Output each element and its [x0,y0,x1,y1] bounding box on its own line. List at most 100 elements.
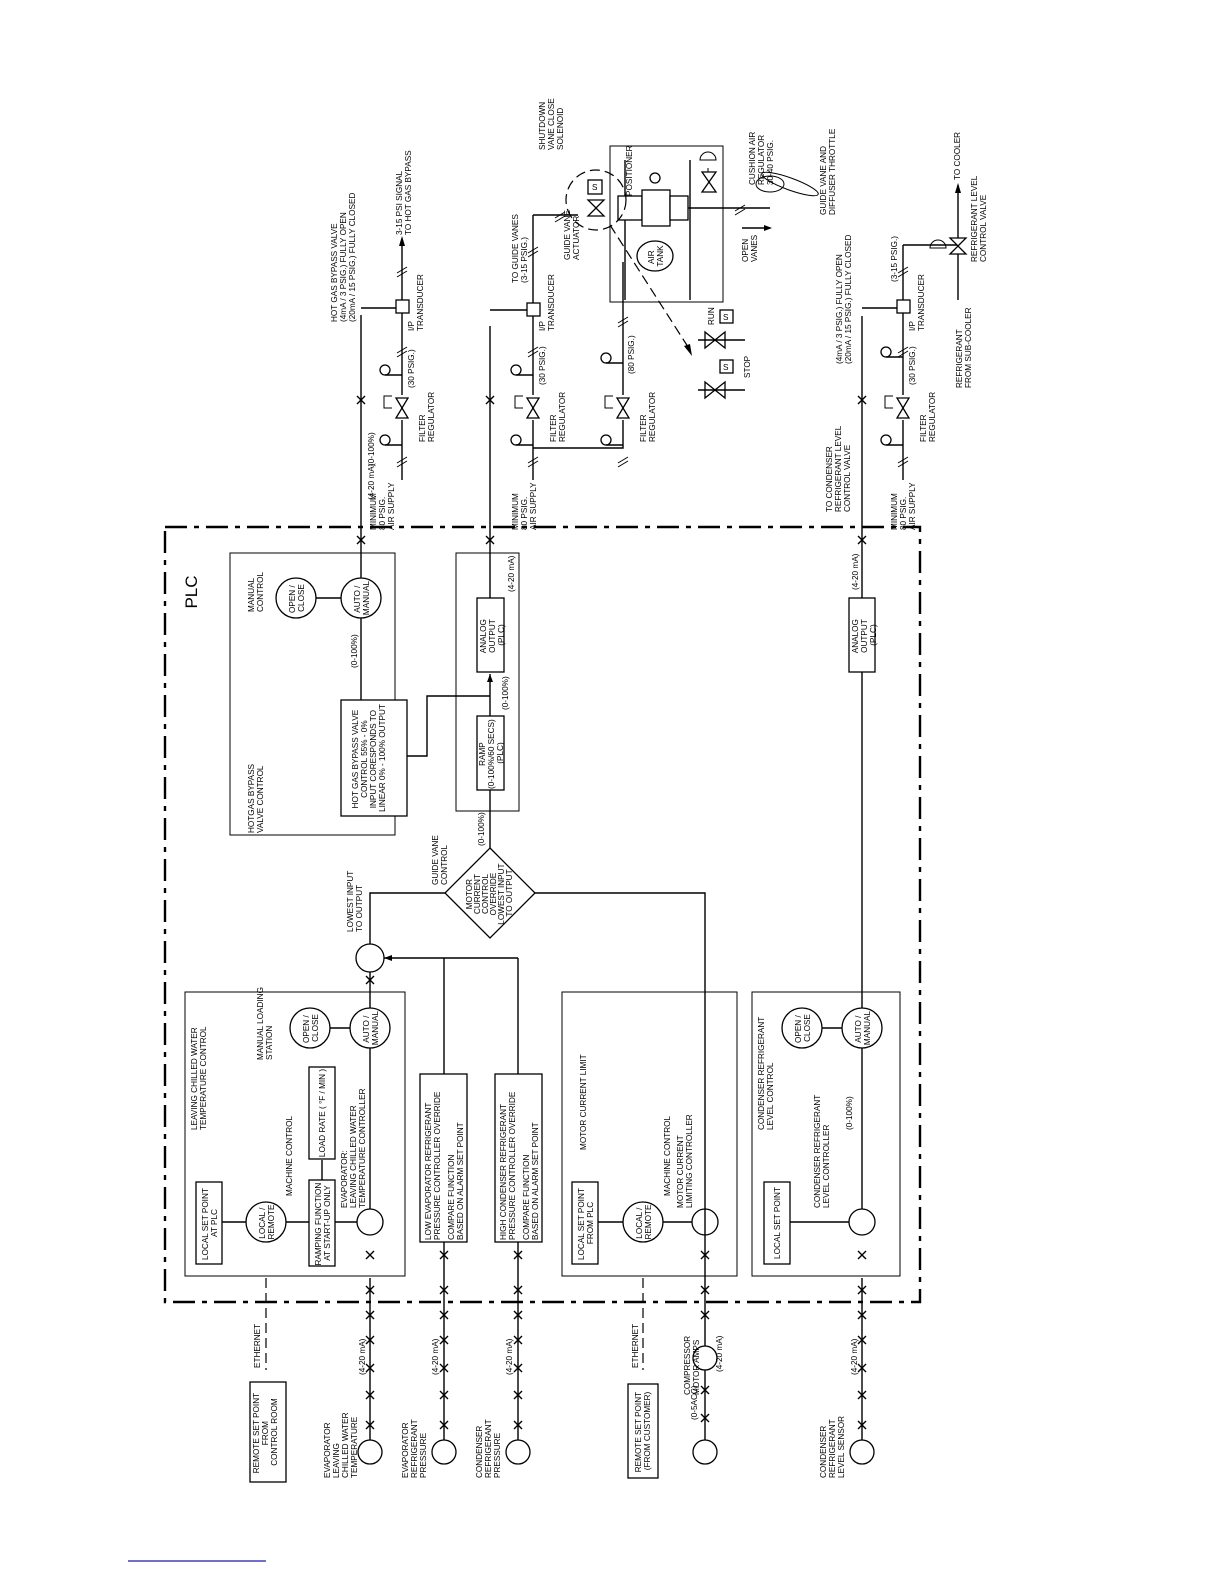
ma-label-lcw: (4-20 mA) [358,1338,367,1375]
ma-label-cond: (4-20 mA) [505,1338,514,1375]
remote-setpoint-control-room: REMOTE SET POINT FROM CONTROL ROOM [252,1391,279,1474]
motor-current-limit-group [561,991,738,1277]
local-setpoint-plc: LOCAL SET POINT AT PLC [201,1186,219,1260]
hotgas-pct-label: (0-100%) [350,634,359,668]
x-marker [439,1363,449,1373]
lcw-temperature-sensor [357,1439,383,1465]
open-close-cond[interactable] [781,1007,823,1049]
auto-manual-cond-label: AUTO / MANUAL [854,1010,872,1045]
ethernet-label-2: ETHERNET [631,1324,640,1368]
ethernet-label-1: ETHERNET [253,1324,262,1368]
x-marker [700,1385,710,1395]
motor-current-limit-title: MOTOR CURRENT LIMIT [579,1054,588,1150]
cond-level-group-title: CONDENSER REFRIGERANT LEVEL CONTROL [757,1015,775,1130]
x-marker [513,1310,523,1320]
condenser-level-group [751,991,901,1277]
remote-setpoint-customer: REMOTE SET POINT (FROM CUSTOMER) [634,1390,652,1473]
to-guide-vanes: TO GUIDE VANES (3-15 PSIG.) [511,212,529,283]
hotgas-30psig: (30 PSIG.) [407,349,416,388]
x-marker [857,1250,867,1260]
hotgas-group-title: HOTGAS BYPASS VALVE CONTROL [247,762,265,833]
pneumatic-line-marker [734,204,746,216]
ref-level-valve: REFRIGERANT LEVEL CONTROL VALVE [970,174,988,262]
hotgas-ip-transducer: I/P TRANSDUCER [407,274,425,331]
solenoid-s-gv: S [592,183,598,192]
lowest-input-selector [355,943,385,973]
open-close-lcw[interactable] [289,1007,331,1049]
local-setpoint-from-plc: LOCAL SET POINT FROM PLC [577,1186,595,1260]
x-marker [700,1413,710,1423]
pneumatic-line-marker [617,456,629,468]
open-close-lcw-label: OPEN / CLOSE [302,1013,320,1043]
x-marker [439,1390,449,1400]
evap-ref-pressure-label: EVAPORATOR REFRIGERANT PRESSURE [401,1417,428,1478]
override-pct-label: (0-100%) [477,812,486,846]
open-close-hotgas[interactable] [275,577,317,619]
x-marker [857,1363,867,1373]
cond-level-sensor [849,1439,875,1465]
analog-output-cond: ANALOG OUTPUT (PLC) [851,617,878,653]
run-label: RUN [707,307,716,325]
local-remote-motor: LOCAL / REMOTE [635,1204,653,1240]
cond-level-controller [848,1208,876,1236]
hotgas-pct-out: (0-100%) [367,432,376,466]
ma-label-motor: (4-20 mA) [715,1335,724,1372]
load-rate-box [308,1066,336,1160]
cond-pct-label: (0-100%) [845,1096,854,1130]
level-filter-regulator: FILTER REGULATOR [919,392,937,442]
open-close-hotgas-label: OPEN / CLOSE [288,583,306,613]
x-marker [857,1310,867,1320]
x-marker [439,1285,449,1295]
solenoid-s-run: S [723,313,729,322]
cond-level-sensor-label: CONDENSER REFRIGERANT LEVEL SENSOR [819,1416,846,1478]
gv-ip-transducer: I/P TRANSDUCER [538,274,556,331]
x-marker [857,1420,867,1430]
load-rate: LOAD RATE ( °F / MIN ) [318,1069,327,1157]
hotgas-min-air-supply: MINIMUM 80 PSIG. AIR SUPPLY [369,482,396,530]
machine-control-lcw: MACHINE CONTROL [285,1115,294,1196]
level-min-air-supply: MINIMUM 80 PSIG. AIR SUPPLY [890,482,917,530]
motor-current-controller-label: MOTOR CURRENT LIMITING CONTROLLER [676,1114,694,1208]
hot-gas-bypass-valve: HOT GAS BYPASS VALVE (4mA / 3 PSIG.) FUL… [330,193,357,322]
analog-output-cond-box [848,597,876,673]
low-evap-override: LOW EVAPORATOR REFRIGERANT PRESSURE CONT… [424,1089,465,1240]
cond-pressure-sensor [505,1439,531,1465]
motor-amps-transmitter [692,1345,718,1371]
level-valve-positions: (4mA / 3 PSIG.) FULLY OPEN (20mA / 15 PS… [835,235,853,364]
lcw-group-title: LEAVING CHILLED WATER TEMPERATURE CONTRO… [190,1025,208,1130]
x-marker [513,1335,523,1345]
ramping-function: RAMPING FUNCTION AT START-UP ONLY [314,1180,332,1265]
cond-ref-pressure-label: CONDENSER REFRIGERANT PRESSURE [475,1417,502,1478]
machine-control-motor: MACHINE CONTROL [663,1115,672,1196]
x-marker [365,1420,375,1430]
x-marker [439,1335,449,1345]
guide-vane-control-label: GUIDE VANE CONTROL [431,833,449,885]
x-marker [700,1285,710,1295]
remote-setpoint-control-room-box [249,1381,287,1483]
ma-label-level: (4-20 mA) [850,1338,859,1375]
high-cond-override: HIGH CONDENSER REFRIGERANT PRESSURE CONT… [499,1089,540,1240]
low-evap-override-box [419,1073,468,1243]
ramp-output-group [455,552,520,812]
ref-from-subcooler: REFRIGERANT FROM SUB-COOLER [955,307,973,388]
lcw-temperature-group [184,991,406,1277]
ramp-pct-label: (0-100%) [501,676,510,710]
guide-vane-actuator: GUIDE VANE ACTUATOR [563,208,581,260]
open-close-cond-label: OPEN / CLOSE [794,1013,812,1043]
high-cond-override-box [494,1073,543,1243]
level-ip-transducer: I/P TRANSDUCER [908,274,926,331]
auto-manual-lcw-label: AUTO / MANUAL [362,1010,380,1045]
hotgas-valve-control: HOT GAS BYPASS VALVE CONTROL 55% - 0% IN… [351,704,387,812]
manual-control-label: MANUAL CONTROL [247,572,265,612]
plc-title: PLC [182,575,201,608]
x-marker [365,1363,375,1373]
motor-override-label: MOTOR CURRENT CONTROL OVERRIDE LOWEST IN… [465,861,514,924]
cond-ma-out: (4-20 mA) [851,553,860,590]
to-cooler: TO COOLER [953,132,962,180]
input-signal-lines [265,1276,863,1440]
stop-label: STOP [743,355,752,378]
gv-filter-regulator-1: FILTER REGULATOR [549,392,567,442]
positioner: POSITIONER [625,145,634,196]
local-setpoint-cond: LOCAL SET POINT [773,1187,782,1259]
x-marker [700,1310,710,1320]
